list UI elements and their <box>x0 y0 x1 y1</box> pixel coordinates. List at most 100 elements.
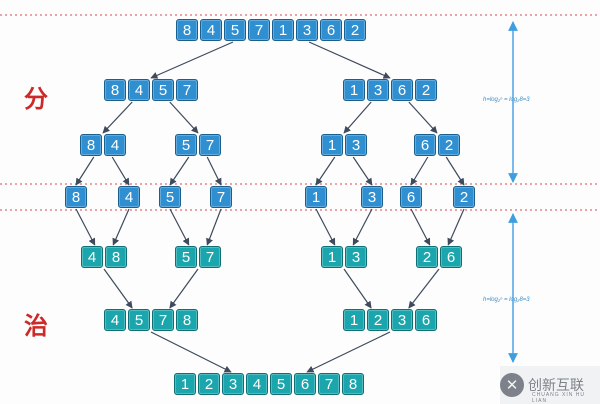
split-node: 7 <box>210 186 232 208</box>
cell: 6 <box>294 373 316 395</box>
watermark-sub: CHUANG XIN HU LIAN <box>532 392 586 404</box>
cell: 4 <box>104 134 126 156</box>
cell: 5 <box>159 186 181 208</box>
cell: 3 <box>361 186 383 208</box>
merge-arrow <box>169 268 199 309</box>
cell: 5 <box>270 373 292 395</box>
cell: 8 <box>105 246 127 268</box>
split-node: 5 <box>159 186 181 208</box>
split-node: 3 <box>361 186 383 208</box>
cell: 4 <box>128 79 150 101</box>
split-arrow <box>352 156 373 186</box>
cell: 6 <box>415 309 437 331</box>
merge-arrow <box>75 208 96 246</box>
cell: 5 <box>128 309 150 331</box>
cell: 7 <box>318 373 340 395</box>
cell: 6 <box>440 246 462 268</box>
merge-arrow <box>447 208 465 246</box>
cell: 2 <box>198 373 220 395</box>
cell: 3 <box>367 79 389 101</box>
merge-arrow <box>103 268 133 309</box>
cell: 6 <box>400 186 422 208</box>
cell: 2 <box>344 19 366 41</box>
merge-arrow <box>169 208 190 246</box>
split-arrow <box>111 156 130 186</box>
cell: 8 <box>80 134 102 156</box>
merge-arrow <box>112 208 130 246</box>
cell: 4 <box>81 246 103 268</box>
cell: 7 <box>210 186 232 208</box>
cell: 7 <box>199 246 221 268</box>
cell: 5 <box>175 134 197 156</box>
cell: 3 <box>296 19 318 41</box>
merge-arrow <box>306 331 391 373</box>
cell: 8 <box>342 373 364 395</box>
split-arrow <box>343 101 372 134</box>
cell: 7 <box>199 134 221 156</box>
split-arrow <box>169 156 190 186</box>
merge-arrow <box>343 268 372 309</box>
cell: 3 <box>345 134 367 156</box>
conquer-height-note: h=log₂ⁿ = log₂8=3 <box>483 297 530 303</box>
cell: 1 <box>174 373 196 395</box>
split-node: 1 <box>305 186 327 208</box>
cell: 1 <box>343 309 365 331</box>
cell: 7 <box>152 309 174 331</box>
cell: 3 <box>391 309 413 331</box>
merge-arrow <box>206 208 222 246</box>
cell: 1 <box>272 19 294 41</box>
merge-arrow <box>410 208 431 246</box>
split-arrow <box>102 101 133 134</box>
conquer-label: 治 <box>24 311 48 340</box>
merge-arrow <box>315 208 336 246</box>
cell: 5 <box>175 246 197 268</box>
cell: 7 <box>176 79 198 101</box>
divide-label: 分 <box>24 84 48 113</box>
cell: 5 <box>224 19 246 41</box>
split-arrow <box>75 156 95 186</box>
cell: 7 <box>248 19 270 41</box>
split-node: 8 <box>65 186 87 208</box>
cell: 1 <box>321 134 343 156</box>
cell: 4 <box>118 186 140 208</box>
split-node: 4 <box>118 186 140 208</box>
split-node: 6 <box>400 186 422 208</box>
cell: 6 <box>391 79 413 101</box>
merge-arrow <box>352 208 373 246</box>
split-arrow <box>315 156 336 186</box>
watermark-logo-icon: ✕ <box>500 373 524 397</box>
split-arrow <box>408 101 438 134</box>
cell: 6 <box>414 134 436 156</box>
watermark: ✕ 创新互联 CHUANG XIN HU LIAN <box>500 366 600 404</box>
cell: 4 <box>200 19 222 41</box>
cell: 8 <box>104 79 126 101</box>
watermark-brand: 创新互联 <box>528 377 584 393</box>
split-arrow <box>410 156 429 186</box>
cell: 2 <box>367 309 389 331</box>
cell: 2 <box>453 186 475 208</box>
cell: 8 <box>176 19 198 41</box>
cell: 1 <box>321 246 343 268</box>
cell: 6 <box>320 19 342 41</box>
merge-arrow <box>150 331 232 373</box>
cell: 8 <box>65 186 87 208</box>
cell: 1 <box>305 186 327 208</box>
cell: 4 <box>104 309 126 331</box>
split-arrow <box>206 156 222 186</box>
split-arrow <box>445 156 465 186</box>
cell: 3 <box>345 246 367 268</box>
cell: 1 <box>343 79 365 101</box>
